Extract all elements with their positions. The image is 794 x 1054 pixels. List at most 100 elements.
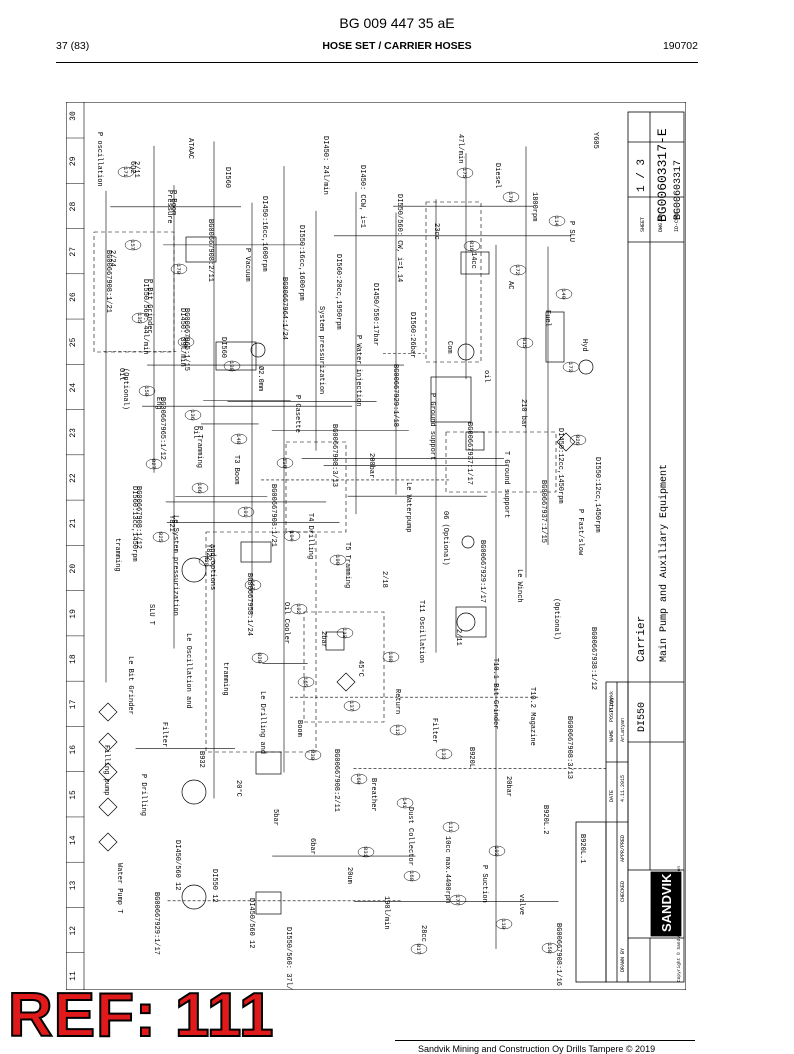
pump-symbol — [457, 343, 475, 361]
part-code: 831 — [362, 847, 369, 858]
part-code: 157 — [129, 240, 136, 250]
schematic-label: BG00667929:1/17 — [478, 540, 486, 603]
part-code-bubble — [145, 458, 163, 470]
schematic-label: DI450:12cc,1450rpm — [556, 428, 564, 504]
model-name: DI550 — [637, 702, 648, 732]
part-code-bubble — [230, 433, 248, 445]
schematic-label: 190l/min — [382, 896, 390, 930]
part-code-bubble — [329, 554, 347, 566]
part-code: 171 — [122, 167, 129, 178]
schematic-label: tramming — [221, 662, 229, 696]
schematic-label: B920L.2 — [541, 805, 549, 834]
schematic-label: 2/11 — [454, 629, 462, 646]
date-code: 190702 — [662, 40, 698, 52]
component-group — [93, 231, 175, 353]
schematic-label: BG00667965:1/12 — [158, 397, 166, 460]
schematic-label: DI550/560: CW, i=1.14 — [395, 194, 403, 282]
schematic-label: B920L — [467, 747, 475, 768]
valve-symbol — [325, 631, 345, 651]
part-code: 175 — [461, 168, 468, 178]
schematic-label: T10.1 Bit Grinder — [491, 658, 499, 729]
drawing-title-line: Main Pump and Auxiliary Equipment — [658, 464, 670, 662]
schematic-label: BG00667929:1/17 — [152, 892, 160, 955]
cooler-symbol — [98, 732, 118, 752]
grid-number: 29 — [69, 156, 78, 166]
part-code: 167 — [249, 580, 256, 590]
brand-copyright: Copyright © Sandvik Mining and Construct… — [675, 866, 682, 982]
part-code: 140 — [182, 337, 189, 347]
schematic-label: 45°C — [356, 660, 365, 677]
schematic-label: DI450: 24l/min — [321, 136, 329, 195]
ref-stamp: REF: 111 — [7, 981, 275, 1050]
schematic-label: DI450/560 12 — [247, 898, 255, 948]
part-code: 826 — [574, 435, 581, 445]
part-code-bubble — [502, 191, 520, 203]
schematic-label: 20um — [345, 867, 353, 884]
grid-number: 18 — [69, 654, 78, 664]
name-label: NAME — [609, 730, 615, 742]
schematic-label: Filter — [430, 718, 438, 743]
section-title: HOSE SET / CARRIER HOSES — [322, 40, 472, 52]
valve-symbol — [545, 311, 565, 363]
part-code-bubble — [336, 627, 354, 639]
cooler-symbol — [98, 797, 118, 817]
schematic-label: 47l/min — [456, 134, 464, 163]
part-code: 830 — [309, 750, 316, 760]
valve-symbol — [185, 236, 217, 263]
part-code-bubble — [555, 288, 573, 300]
part-code: 112 — [394, 725, 401, 735]
pump-symbol — [181, 557, 207, 583]
cooler-symbol — [556, 432, 576, 452]
part-code-bubble — [170, 263, 188, 275]
schematic-label: DI550 12 — [210, 869, 218, 903]
component-group — [445, 431, 557, 493]
grid-number: 19 — [69, 609, 78, 619]
component-group — [285, 441, 347, 533]
checked-label: CHECKED — [620, 881, 626, 902]
idcode-label: ID-CODE — [674, 211, 680, 232]
schematic-label: P oscillation — [95, 132, 103, 187]
part-code: 828 — [203, 556, 210, 566]
grid-number: 25 — [69, 337, 78, 347]
schematic-label: Filling pump — [102, 745, 110, 795]
schematic-label: P Water injection — [354, 335, 362, 406]
part-code: 141 — [401, 798, 408, 809]
part-code-bubble — [548, 215, 566, 227]
part-code-bubble — [343, 700, 361, 712]
part-code-bubble — [396, 797, 414, 809]
schematic-label: and options — [208, 544, 216, 590]
component-group — [303, 611, 385, 723]
part-code: 137 — [348, 701, 355, 711]
part-code: 827 — [150, 459, 157, 469]
schematic-label: BG00667908:1/12 — [134, 486, 142, 549]
brand-logo-text: SANDVIK — [659, 873, 674, 932]
schematic-label: Oil — [191, 426, 199, 439]
part-code: 170 — [175, 264, 182, 274]
part-code: 176 — [507, 192, 514, 202]
schematic-label: 20°C — [234, 780, 243, 797]
part-code: 825 — [157, 532, 164, 542]
schematic-label: P Tramming — [195, 426, 203, 468]
schematic-label: DI560:20cc,1950rpm — [334, 254, 342, 330]
dwg-label: DWG.NO — [658, 214, 664, 232]
schematic-label: P SLU — [567, 221, 575, 242]
schematic-label: tramming — [113, 538, 121, 572]
part-code: 108 — [387, 652, 394, 662]
part-code: 177 — [454, 895, 461, 905]
schematic-label: DI560:26bar — [408, 312, 416, 358]
part-code-bubble — [495, 918, 513, 930]
part-code-bubble — [244, 579, 262, 591]
part-code: 148 — [235, 434, 242, 444]
valve-symbol — [430, 376, 472, 423]
part-code-bubble — [297, 676, 315, 688]
schematic-label: DI450/560 12 — [173, 840, 181, 890]
part-code-bubble — [488, 845, 506, 857]
schematic-label: DI450/550:17bar — [371, 283, 379, 346]
sheet-number: 1 / 3 — [636, 159, 648, 192]
schematic-label: Le Drilling and — [258, 691, 266, 754]
name-value: ArLatyan — [620, 718, 626, 742]
part-code: 109 — [334, 555, 341, 565]
schematic-label: Boom — [295, 720, 303, 737]
schematic-label: Le Bit Grinder — [126, 656, 134, 715]
schematic-label: 06 (Optional) — [441, 511, 449, 566]
